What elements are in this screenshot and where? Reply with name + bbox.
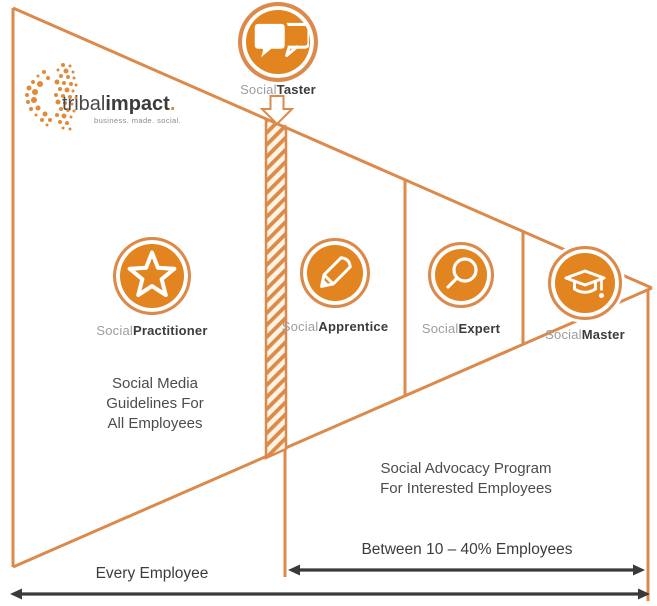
logo-brand-bold: impact [105, 93, 170, 115]
taster-label: SocialTaster [240, 82, 316, 97]
logo-brand-dot: . [169, 93, 176, 115]
apprentice-stage-badge [300, 238, 370, 308]
expert-label-name: Expert [458, 321, 501, 336]
advocacy-note: Social Advocacy Program For Interested E… [380, 459, 552, 499]
chat-bubbles-icon [251, 20, 309, 64]
logo-tagline: business. made. social. [94, 116, 182, 125]
taster-stage-badge [238, 2, 318, 82]
taster-label-prefix: Social [240, 82, 277, 97]
pencil-icon [320, 256, 352, 288]
expert-label-prefix: Social [421, 321, 459, 336]
star-icon [127, 250, 177, 298]
triangle-top-edge [12, 6, 653, 290]
guidelines-note-line3: All Employees [107, 415, 203, 432]
practitioner-label-prefix: Social [96, 323, 133, 338]
advocacy-note-line2: For Interested Employees [380, 480, 552, 497]
apprentice-label-prefix: Social [281, 319, 319, 334]
guidelines-note-line2: Guidelines For [106, 395, 204, 412]
every-employee-caption: Every Employee [95, 565, 209, 582]
logo-dots-mark [25, 63, 78, 131]
advocacy-note-line1: Social Advocacy Program [380, 460, 552, 477]
guidelines-note-line1: Social Media [112, 375, 198, 392]
practitioner-label: SocialPractitioner [96, 323, 207, 338]
taster-label-name: Taster [276, 82, 316, 97]
taster-entry-hatched-bar [264, 117, 288, 460]
graduation-cap-icon [564, 269, 606, 298]
master-label-prefix: Social [545, 327, 582, 342]
expert-label: SocialExpert [422, 321, 500, 336]
master-stage-badge [548, 246, 622, 320]
between-range-caption: Between 10 – 40% Employees [361, 541, 573, 558]
every-employee-arrow [10, 588, 650, 600]
practitioner-stage-badge [113, 237, 191, 315]
master-label-name: Master [581, 327, 625, 342]
guidelines-note: Social Media Guidelines For All Employee… [106, 374, 204, 434]
down-arrow-icon [259, 95, 295, 126]
master-label: SocialMaster [545, 327, 625, 342]
practitioner-label-name: Practitioner [132, 323, 208, 338]
apprentice-label-name: Apprentice [318, 319, 389, 334]
magnifier-icon [446, 257, 478, 289]
logo-wordmark: tribalimpact. [62, 93, 175, 115]
apprentice-label: SocialApprentice [282, 319, 389, 334]
between-range-arrow [288, 564, 645, 576]
expert-stage-badge [428, 242, 494, 308]
logo-brand-light: tribal [62, 93, 106, 115]
triangle-bottom-edge [12, 286, 653, 569]
